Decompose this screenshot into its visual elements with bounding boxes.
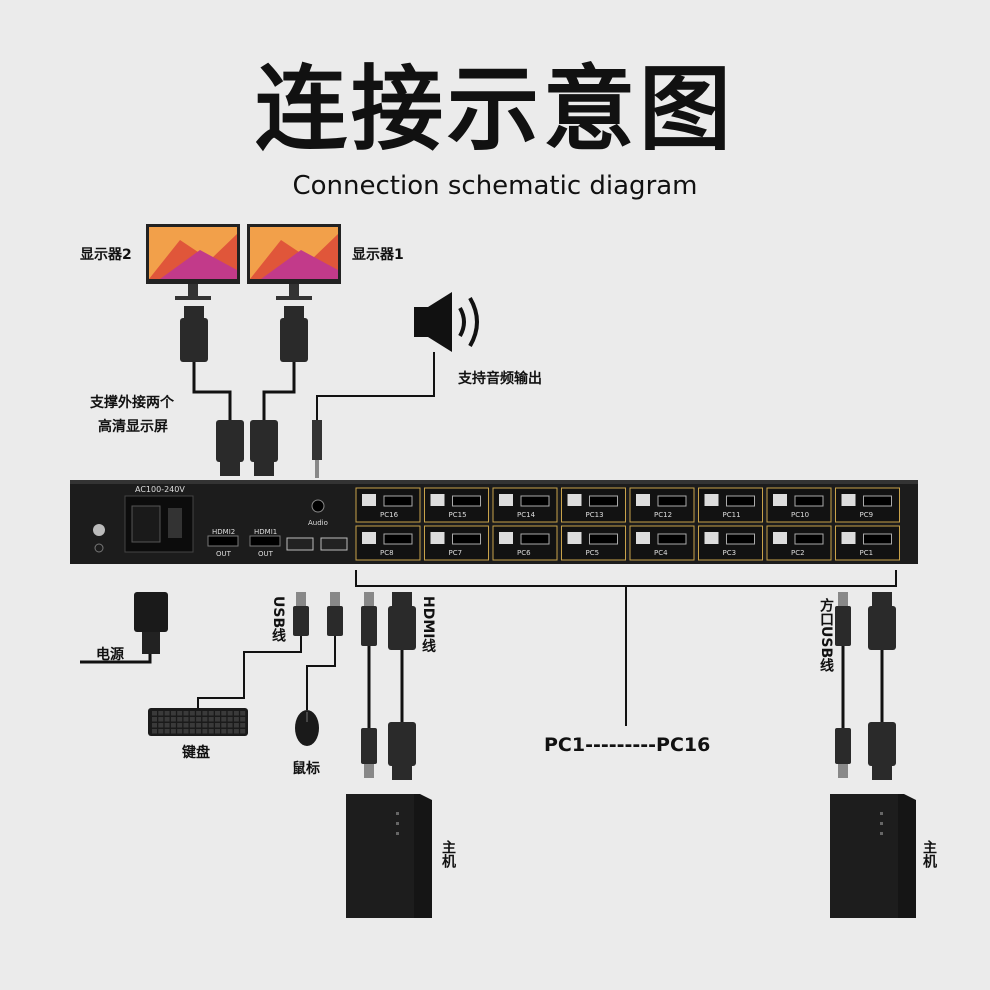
pc-port-label: PC15 — [449, 511, 467, 519]
pc-port-pc5: PC5 — [561, 525, 626, 561]
hdmi1-label: HDMI1 — [254, 528, 277, 536]
pc-port-pc7: PC7 — [424, 525, 489, 561]
pc-port-label: PC10 — [791, 511, 809, 519]
pc-port-pc6: PC6 — [492, 525, 558, 561]
pc-range-label: PC1---------PC16 — [544, 734, 711, 756]
pc-port-pc14: PC14 — [492, 487, 558, 523]
pc-tower-left-icon — [346, 794, 432, 918]
mouse-icon — [295, 710, 319, 746]
dual-display-label-2: 高清显示屏 — [98, 419, 168, 435]
pc-port-label: PC6 — [517, 549, 531, 557]
pc-port-pc11: PC11 — [698, 487, 763, 523]
pc-port-pc2: PC2 — [766, 525, 832, 561]
hdmi-plug-top-icon — [180, 306, 308, 362]
hdmi2-out-label: OUT — [216, 550, 232, 558]
audio-port-label: Audio — [308, 519, 328, 527]
audio-jack-icon — [312, 420, 322, 478]
power-rating-label: AC100-240V — [135, 485, 185, 494]
usb-plug-icon — [293, 592, 343, 636]
power-plug-icon — [80, 592, 168, 664]
pc-port-pc10: PC10 — [766, 487, 832, 523]
pc-port-label: PC11 — [723, 511, 741, 519]
pc-port-pc12: PC12 — [629, 487, 695, 523]
pc-port-pc8: PC8 — [355, 525, 421, 561]
pc-port-label: PC2 — [791, 549, 805, 557]
pc-port-pc3: PC3 — [698, 525, 763, 561]
square-usb-cable-label: 方口USB线 — [818, 598, 834, 673]
keyboard-icon — [148, 708, 248, 736]
pc-port-label: PC8 — [380, 549, 394, 557]
hdmi2-label: HDMI2 — [212, 528, 235, 536]
hdmi-plug-device-icon — [216, 420, 278, 476]
pc-port-label: PC14 — [517, 511, 536, 519]
hdmi1-out-label: OUT — [258, 550, 274, 558]
keyboard-label: 键盘 — [182, 745, 210, 761]
audio-support-label: 支持音频输出 — [458, 371, 542, 387]
page-subtitle: Connection schematic diagram — [292, 171, 698, 201]
monitor1-label: 显示器1 — [352, 247, 404, 263]
pc-port-pc16: PC16 — [355, 487, 421, 523]
speaker-icon — [414, 292, 479, 352]
pc-port-pc4: PC4 — [629, 525, 695, 561]
pc-port-label: PC12 — [654, 511, 672, 519]
pc-port-label: PC1 — [860, 549, 874, 557]
pc-port-label: PC16 — [380, 511, 399, 519]
monitor2-label: 显示器2 — [80, 247, 132, 263]
pc-port-label: PC7 — [449, 549, 463, 557]
pc-port-pc15: PC15 — [424, 487, 489, 523]
pc-port-label: PC13 — [586, 511, 604, 519]
pc-port-label: PC4 — [654, 549, 668, 557]
host-right-cables — [835, 592, 896, 780]
dual-display-label-1: 支撑外接两个 — [90, 395, 174, 411]
pc-port-label: PC9 — [860, 511, 874, 519]
host-right-label: 主机 — [921, 840, 937, 868]
pc-port-label: PC5 — [586, 549, 600, 557]
usb-cable-label: USB线 — [270, 596, 286, 643]
monitor-1-icon — [247, 224, 341, 300]
hdmi-cable-label: HDMI线 — [420, 596, 436, 653]
monitor-2-icon — [146, 224, 240, 300]
pc-port-pc1: PC1 — [835, 525, 900, 561]
pc-port-pc9: PC9 — [835, 487, 900, 523]
pc-port-pc13: PC13 — [561, 487, 626, 523]
mouse-label: 鼠标 — [292, 761, 320, 777]
power-label: 电源 — [96, 647, 124, 663]
pc-port-label: PC3 — [723, 549, 737, 557]
pc-tower-right-icon — [830, 794, 916, 918]
host-left-label: 主机 — [440, 840, 456, 868]
host-left-cables — [361, 592, 416, 780]
page-title: 连接示意图 — [254, 56, 735, 163]
